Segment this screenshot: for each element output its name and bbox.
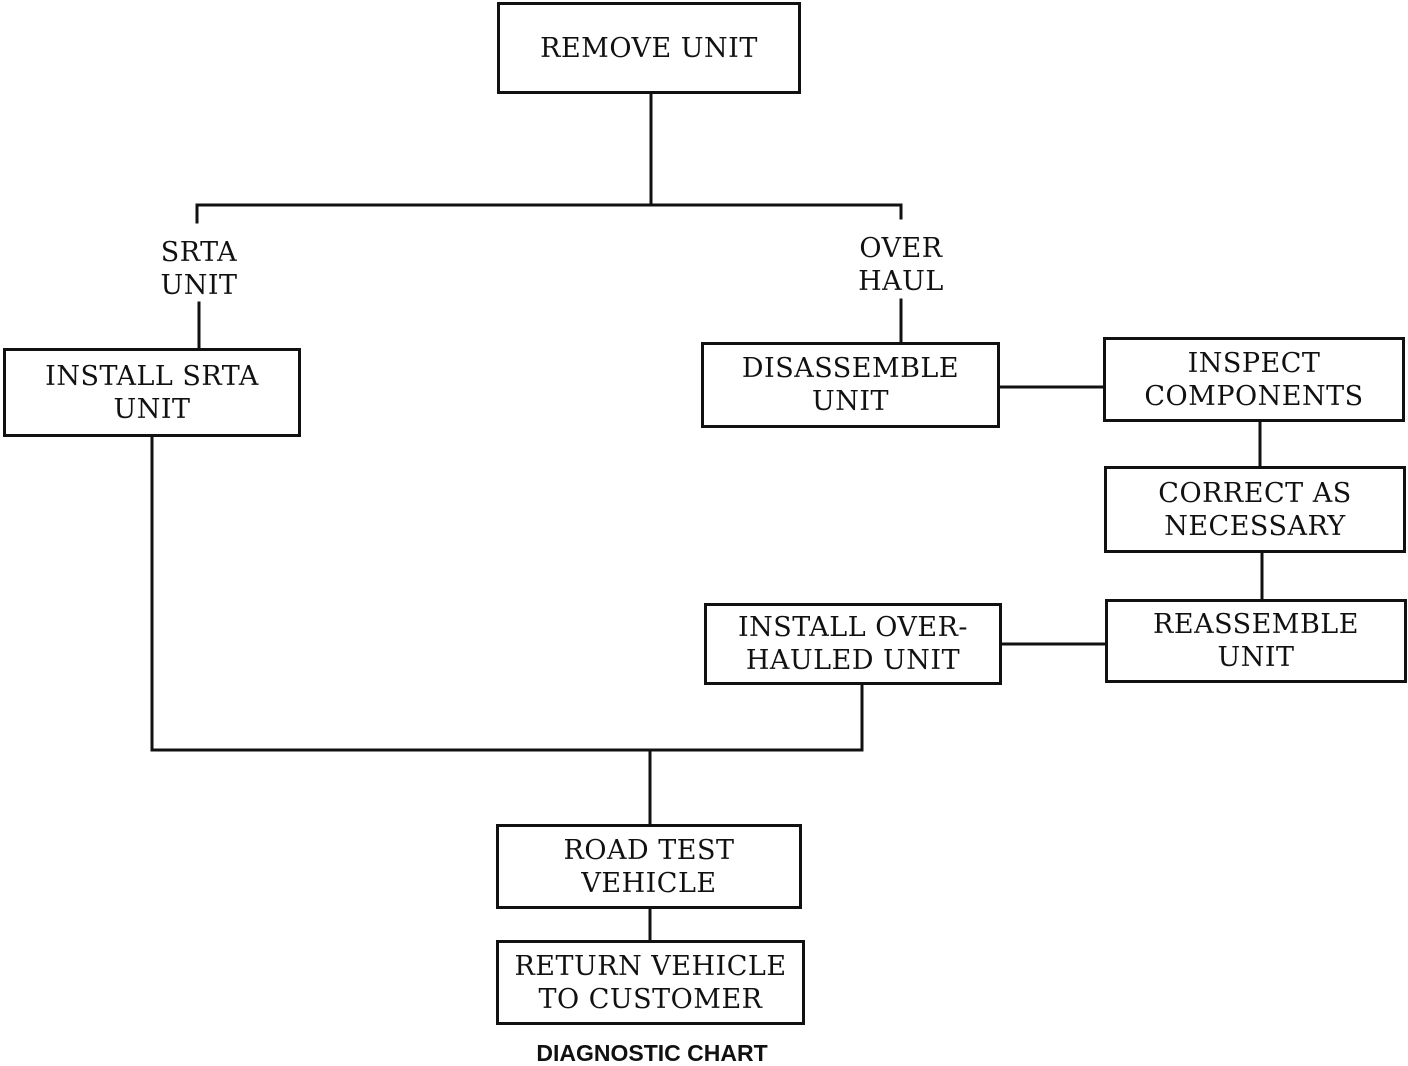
install-overhauled-unit-box: INSTALL OVER- HAULED UNIT bbox=[704, 603, 1002, 685]
road-test-vehicle-box: ROAD TEST VEHICLE bbox=[496, 824, 802, 909]
remove-unit-box: REMOVE UNIT bbox=[497, 2, 801, 94]
return-vehicle-line-1: RETURN VEHICLE bbox=[514, 950, 787, 982]
road-test-line-1: ROAD TEST bbox=[563, 834, 735, 866]
srta-label-line-2: UNIT bbox=[160, 270, 238, 301]
overhaul-branch-label: OVER HAUL bbox=[841, 232, 961, 298]
inspect-line-1: INSPECT bbox=[1187, 347, 1321, 379]
return-vehicle-box: RETURN VEHICLE TO CUSTOMER bbox=[496, 940, 805, 1025]
return-vehicle-line-2: TO CUSTOMER bbox=[538, 983, 763, 1015]
install-srta-line-1: INSTALL SRTA bbox=[45, 360, 259, 392]
disassemble-line-1: DISASSEMBLE bbox=[741, 353, 960, 384]
reassemble-line-1: REASSEMBLE bbox=[1153, 609, 1359, 640]
install-srta-line-2: UNIT bbox=[113, 393, 191, 425]
correct-line-2: NECESSARY bbox=[1164, 510, 1346, 542]
chart-caption: DIAGNOSTIC CHART bbox=[536, 1040, 768, 1066]
reassemble-line-2: UNIT bbox=[1217, 642, 1295, 673]
correct-as-necessary-box: CORRECT AS NECESSARY bbox=[1104, 466, 1406, 553]
overhaul-label-line-1: OVER bbox=[859, 233, 943, 264]
srta-branch-label: SRTA UNIT bbox=[139, 236, 259, 302]
install-overhauled-line-2: HAULED UNIT bbox=[745, 645, 961, 676]
inspect-line-2: COMPONENTS bbox=[1144, 380, 1364, 412]
install-overhauled-line-1: INSTALL OVER- bbox=[737, 612, 969, 643]
remove-unit-text: REMOVE UNIT bbox=[540, 32, 758, 64]
overhaul-label-line-2: HAUL bbox=[858, 266, 944, 297]
install-srta-unit-box: INSTALL SRTA UNIT bbox=[3, 348, 301, 437]
srta-label-line-1: SRTA bbox=[160, 237, 238, 268]
disassemble-line-2: UNIT bbox=[811, 386, 890, 417]
reassemble-unit-box: REASSEMBLE UNIT bbox=[1105, 599, 1407, 683]
inspect-components-box: INSPECT COMPONENTS bbox=[1103, 337, 1405, 422]
correct-line-1: CORRECT AS bbox=[1158, 477, 1352, 509]
disassemble-unit-box: DISASSEMBLE UNIT bbox=[701, 342, 1000, 428]
road-test-line-2: VEHICLE bbox=[581, 867, 717, 899]
